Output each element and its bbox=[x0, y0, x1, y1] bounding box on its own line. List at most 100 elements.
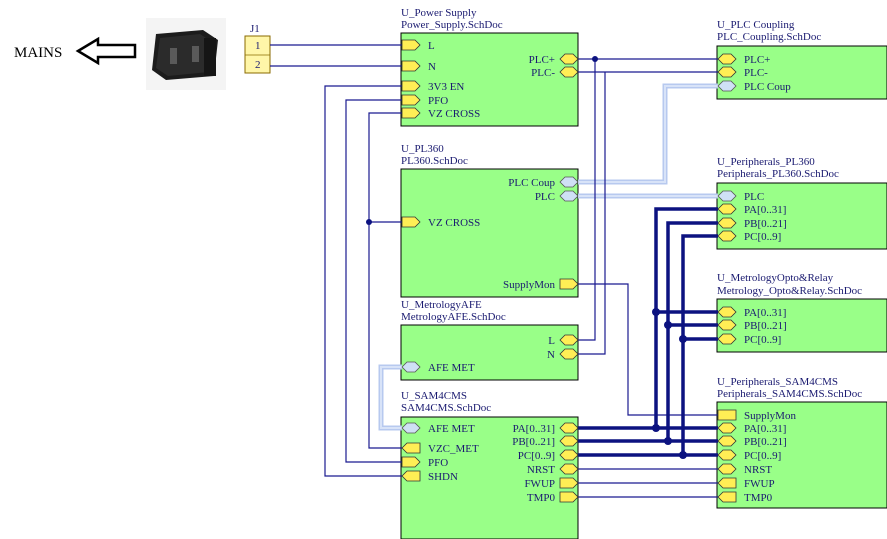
port-label-pl360-plc: PLC bbox=[535, 191, 555, 203]
sheet-metrology-afe[interactable] bbox=[400, 324, 579, 381]
sheet-peripherals-sam4cms[interactable] bbox=[716, 401, 887, 509]
metro-opto-file: Metrology_Opto&Relay.SchDoc bbox=[717, 285, 862, 297]
sheet-peripherals-pl360[interactable] bbox=[716, 182, 887, 250]
port-label-power-plc: PLC+ bbox=[529, 54, 555, 66]
port-label-plc-coupling-plc-coup: PLC Coup bbox=[744, 81, 791, 93]
port-label-sam-pa-0-31: PA[0..31] bbox=[513, 423, 555, 435]
metro-opto-designator: U_MetrologyOpto&Relay bbox=[717, 272, 834, 284]
port-label-sam-pc-0-9: PC[0..9] bbox=[518, 450, 555, 462]
port-label-sam-afe-met: AFE MET bbox=[428, 423, 475, 435]
arrow-left-icon bbox=[75, 36, 137, 66]
buses bbox=[578, 207, 718, 457]
port-periph-sam-tmp0[interactable] bbox=[717, 491, 737, 503]
sheet-metrology-opto-relay[interactable] bbox=[716, 298, 887, 353]
wires bbox=[270, 44, 718, 498]
port-power-3v3-en[interactable] bbox=[401, 80, 421, 92]
harness-lines bbox=[378, 83, 718, 431]
port-sam-vzc-met[interactable] bbox=[401, 442, 421, 454]
port-label-plc-coupling-plc: PLC+ bbox=[744, 54, 770, 66]
port-label-sam-fwup: FWUP bbox=[524, 478, 555, 490]
pl360-file: PL360.SchDoc bbox=[401, 155, 468, 167]
port-periph-pl360-pb-0-21[interactable] bbox=[717, 217, 737, 229]
port-sam-pa-0-31[interactable] bbox=[559, 422, 579, 434]
port-power-plc[interactable] bbox=[559, 66, 579, 78]
port-sam-pc-0-9[interactable] bbox=[559, 449, 579, 461]
sam-file: SAM4CMS.SchDoc bbox=[401, 402, 491, 414]
port-periph-sam-pc-0-9[interactable] bbox=[717, 449, 737, 461]
port-periph-sam-nrst[interactable] bbox=[717, 463, 737, 475]
sam-designator: U_SAM4CMS bbox=[401, 390, 467, 402]
port-label-sam-shdn: SHDN bbox=[428, 471, 458, 483]
port-label-periph-pl360-plc: PLC bbox=[744, 191, 764, 203]
port-pl360-plc-coup[interactable] bbox=[559, 176, 579, 188]
port-plc-coupling-plc[interactable] bbox=[717, 53, 737, 65]
port-sam-shdn[interactable] bbox=[401, 470, 421, 482]
port-label-power-3v3-en: 3V3 EN bbox=[428, 81, 464, 93]
port-label-power-plc: PLC- bbox=[531, 67, 555, 79]
port-label-periph-sam-tmp0: TMP0 bbox=[744, 492, 773, 504]
afe-designator: U_MetrologyAFE bbox=[401, 299, 482, 311]
port-label-sam-pb-0-21: PB[0..21] bbox=[512, 436, 555, 448]
port-metro-opto-pc-0-9[interactable] bbox=[717, 333, 737, 345]
port-periph-sam-pb-0-21[interactable] bbox=[717, 435, 737, 447]
port-label-metro-opto-pb-0-21: PB[0..21] bbox=[744, 320, 787, 332]
port-periph-sam-fwup[interactable] bbox=[717, 477, 737, 489]
port-sam-nrst[interactable] bbox=[559, 463, 579, 475]
plc-coupling-file: PLC_Coupling.SchDoc bbox=[717, 31, 821, 43]
sheet-pl360[interactable] bbox=[400, 168, 579, 298]
port-power-vz-cross[interactable] bbox=[401, 107, 421, 119]
j1-connector-body[interactable] bbox=[244, 35, 271, 74]
port-power-l[interactable] bbox=[401, 39, 421, 51]
port-label-periph-sam-pb-0-21: PB[0..21] bbox=[744, 436, 787, 448]
port-metro-opto-pa-0-31[interactable] bbox=[717, 306, 737, 318]
port-pl360-vz-cross[interactable] bbox=[401, 216, 421, 228]
port-periph-pl360-pc-0-9[interactable] bbox=[717, 230, 737, 242]
port-sam-pfo[interactable] bbox=[401, 456, 421, 468]
port-label-power-n: N bbox=[428, 61, 436, 73]
port-label-power-pfo: PFO bbox=[428, 95, 448, 107]
port-label-sam-vzc-met: VZC_MET bbox=[428, 443, 479, 455]
port-label-pl360-supplymon: SupplyMon bbox=[503, 279, 555, 291]
port-label-metro-opto-pa-0-31: PA[0..31] bbox=[744, 307, 786, 319]
sheet-plc-coupling[interactable] bbox=[716, 45, 887, 100]
port-periph-sam-supplymon[interactable] bbox=[717, 409, 737, 421]
port-label-periph-sam-pc-0-9: PC[0..9] bbox=[744, 450, 781, 462]
port-label-pl360-vz-cross: VZ CROSS bbox=[428, 217, 480, 229]
port-power-n[interactable] bbox=[401, 60, 421, 72]
sheet-power-supply[interactable] bbox=[400, 32, 579, 127]
port-afe-l[interactable] bbox=[559, 334, 579, 346]
port-label-sam-tmp0: TMP0 bbox=[527, 492, 556, 504]
plc-coupling-designator: U_PLC Coupling bbox=[717, 19, 795, 31]
pl360-designator: U_PL360 bbox=[401, 143, 444, 155]
port-plc-coupling-plc-coup[interactable] bbox=[717, 80, 737, 92]
port-metro-opto-pb-0-21[interactable] bbox=[717, 319, 737, 331]
port-afe-afe-met[interactable] bbox=[401, 361, 421, 373]
port-sam-fwup[interactable] bbox=[559, 477, 579, 489]
port-periph-pl360-plc[interactable] bbox=[717, 190, 737, 202]
port-sam-afe-met[interactable] bbox=[401, 422, 421, 434]
port-label-afe-n: N bbox=[547, 349, 555, 361]
sheet-sam4cms[interactable] bbox=[400, 416, 579, 539]
afe-file: MetrologyAFE.SchDoc bbox=[401, 311, 506, 323]
port-label-periph-pl360-pa-0-31: PA[0..31] bbox=[744, 204, 786, 216]
periph-pl360-designator: U_Peripherals_PL360 bbox=[717, 156, 815, 168]
j1-designator: J1 bbox=[250, 23, 260, 35]
port-periph-sam-pa-0-31[interactable] bbox=[717, 422, 737, 434]
port-pl360-plc[interactable] bbox=[559, 190, 579, 202]
port-label-sam-pfo: PFO bbox=[428, 457, 448, 469]
port-afe-n[interactable] bbox=[559, 348, 579, 360]
port-sam-pb-0-21[interactable] bbox=[559, 435, 579, 447]
port-label-power-vz-cross: VZ CROSS bbox=[428, 108, 480, 120]
periph-sam-designator: U_Peripherals_SAM4CMS bbox=[717, 376, 838, 388]
periph-sam-file: Peripherals_SAM4CMS.SchDoc bbox=[717, 388, 862, 400]
port-power-pfo[interactable] bbox=[401, 94, 421, 106]
port-power-plc[interactable] bbox=[559, 53, 579, 65]
port-periph-pl360-pa-0-31[interactable] bbox=[717, 203, 737, 215]
port-label-power-l: L bbox=[428, 40, 435, 52]
port-plc-coupling-plc[interactable] bbox=[717, 66, 737, 78]
port-pl360-supplymon[interactable] bbox=[559, 278, 579, 290]
port-label-periph-pl360-pb-0-21: PB[0..21] bbox=[744, 218, 787, 230]
port-sam-tmp0[interactable] bbox=[559, 491, 579, 503]
